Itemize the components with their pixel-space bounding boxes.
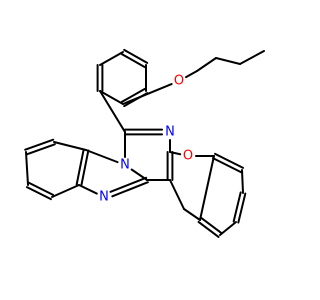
bond-e6-e1 [53,141,87,151]
bond-o1-b1 [184,70,198,79]
bond-a5-o1 [122,83,173,105]
bond-ch2-c3 [169,179,185,210]
bond-a2-a3-b [123,48,149,64]
atom-label-n2: N [165,125,175,140]
bond-e3-e4-a [28,181,55,196]
bond-b3-b4 [239,50,265,65]
bond-e1-n1 [85,149,119,164]
bond-d1-d2-a [211,157,242,174]
bond-d2-d3 [241,169,244,194]
bond-d3-d4-a [232,191,242,223]
bond-c2-n3-b [111,181,149,198]
bond-d5-d6-a [200,217,223,235]
bond-c4-o2 [169,151,182,156]
bond-d6-ch2 [183,208,201,221]
bond-b1-b2 [196,57,217,72]
bond-d5-d6-b [197,220,220,238]
bond-a2-a3-a [120,53,146,69]
bond-n3-e2 [78,184,98,195]
atom-label-n1: N [120,158,130,173]
bond-e1-e2-a [75,148,85,186]
bond-e3-e4-b [25,186,52,201]
bond-d6-d1 [199,155,215,221]
bond-e2-e3 [51,184,80,198]
bond-d4-d5 [219,221,237,236]
bond-e1-e2-b [80,149,90,187]
bond-a6-c1 [99,90,126,133]
bond-d1-d2-b [214,152,245,169]
atom-label-n3: N [99,190,109,205]
bond-e4-e5 [25,151,29,186]
bond-e5-e6-a [25,143,56,156]
bond-d3-d4-b [237,192,247,224]
bond-a4-a5-a [120,87,146,103]
bond-a5-a6 [99,90,124,105]
atom-label-o1: O [174,74,184,89]
bond-b2-b3 [215,57,241,65]
bond-a1-a2 [99,51,124,66]
atom-label-o2: O [183,149,193,164]
bond-e5-e6-b [24,138,55,151]
bond-c2-n3-a [109,176,148,193]
